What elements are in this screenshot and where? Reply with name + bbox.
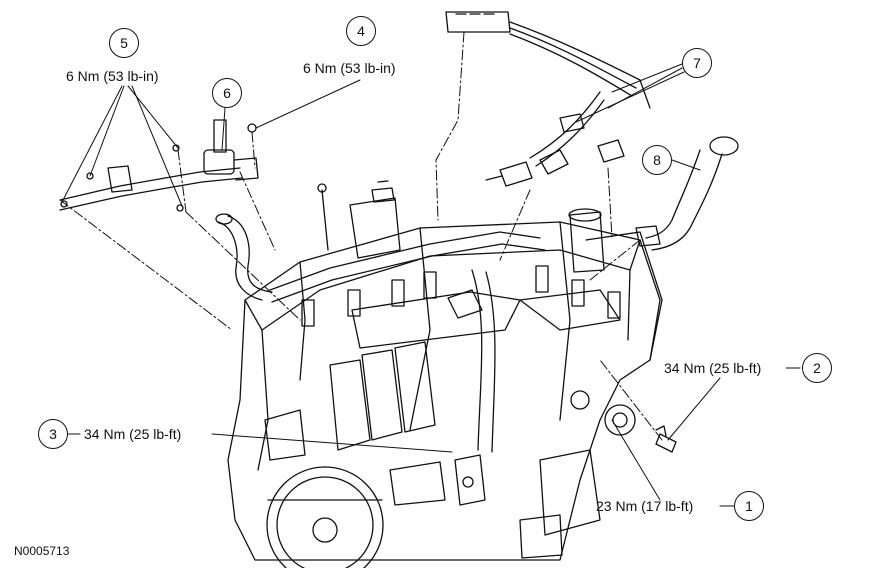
callout-8: 8 [642, 145, 672, 175]
torque-label-2: 34 Nm (25 lb-ft) [664, 360, 762, 376]
callout-3: 3 [38, 419, 68, 449]
leader-lines [61, 63, 801, 507]
figure-id: N0005713 [14, 544, 70, 558]
callout-4: 4 [346, 16, 376, 46]
torque-label-1: 23 Nm (17 lb-ft) [596, 498, 694, 514]
torque-label-5: 6 Nm (53 lb-in) [66, 68, 159, 84]
heater-tube-assembly [59, 119, 273, 301]
alignment-lines [59, 31, 663, 441]
bolt-2 [655, 425, 677, 453]
torque-label-4: 6 Nm (53 lb-in) [303, 60, 396, 76]
callout-7: 7 [682, 48, 712, 78]
wiring-harness [445, 11, 651, 187]
callout-5: 5 [109, 28, 139, 58]
engine-block [227, 180, 663, 568]
callout-2: 2 [802, 353, 832, 383]
torque-label-3: 34 Nm (25 lb-ft) [84, 426, 182, 442]
callout-6: 6 [212, 78, 242, 108]
callout-1: 1 [734, 491, 764, 521]
coolant-hose [635, 136, 739, 251]
